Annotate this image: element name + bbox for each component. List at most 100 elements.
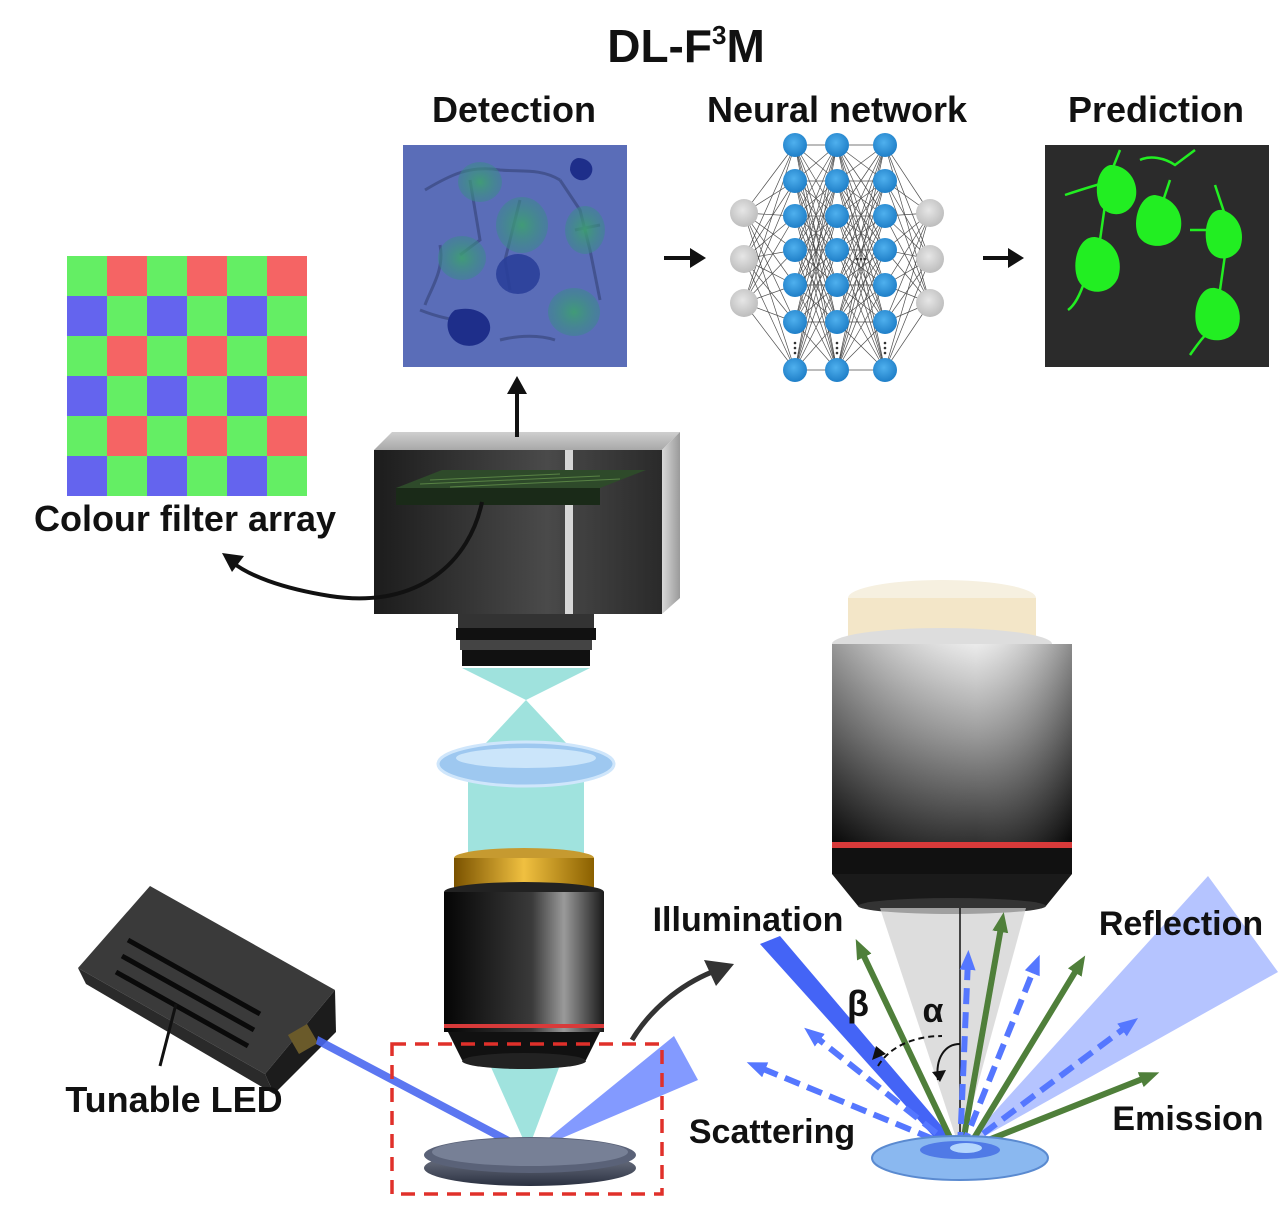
nn-connection [884,212,931,323]
illumination-label: Illumination [653,901,844,939]
cfa-cell [67,376,107,416]
cfa-cell [107,296,147,336]
tunable-led-label: Tunable LED [65,1079,282,1120]
nn-connection [743,144,796,304]
detection-image [403,145,627,367]
nn-connection [884,212,931,286]
nn-nodes [730,133,944,382]
nn-hidden-node [873,133,897,157]
nn-connection [743,180,796,260]
pipeline-arrow-1 [664,248,706,268]
nn-hidden-node [873,204,897,228]
cfa-cell [147,336,187,376]
cfa-cell [107,416,147,456]
cfa-cell [67,456,107,496]
emission-label: Emission [1112,1100,1263,1138]
alpha-symbol: α [923,992,944,1030]
nn-connection [743,215,796,304]
colour-filter-array-grid [67,256,307,496]
led-callout-line [158,1003,178,1067]
nn-connection [743,302,796,371]
cfa-cell [107,256,147,296]
pipeline-arrow-2 [983,248,1024,268]
scattering-label: Scattering [689,1113,855,1151]
nn-connection [884,180,931,304]
objective-lens [444,848,604,1069]
illumination-beam [760,936,962,1155]
nn-input-node [730,245,758,273]
beta-symbol: β [847,983,869,1024]
prediction-label: Prediction [1068,89,1244,130]
cfa-cell [107,456,147,496]
scattering-arrows [746,950,1139,1151]
cfa-cell [227,256,267,296]
nn-ellipsis-dots [793,257,887,355]
cfa-cell [187,376,227,416]
prediction-image [1045,145,1269,367]
detection-label: Detection [432,89,596,130]
nn-connection [794,144,838,286]
nn-hidden-node [873,310,897,334]
nn-output-node [916,199,944,227]
cfa-cell [267,256,307,296]
nn-connection [836,249,886,323]
collection-cone [880,908,1026,1150]
cfa-cell [67,416,107,456]
nn-hidden-node [825,310,849,334]
nn-connection [794,144,838,217]
cfa-cell [267,416,307,456]
nn-connection [884,215,931,304]
cfa-cell [147,256,187,296]
nn-hidden-node [825,238,849,262]
nn-hidden-node [825,169,849,193]
nn-hidden-node [783,204,807,228]
nn-hidden-node [783,310,807,334]
nn-hidden-node [873,238,897,262]
cfa-cell [147,296,187,336]
reflection-fan [960,876,1278,1150]
nn-connection [884,212,931,371]
nn-connection [794,144,838,251]
zoomed-objective [832,580,1072,914]
cfa-cell [267,336,307,376]
nn-connection [794,180,838,323]
figure-title: DL-F3M [607,20,765,72]
nn-connection [836,180,886,323]
nn-hidden-node [825,133,849,157]
cfa-cell [187,296,227,336]
sensor-to-cfa-arrow [230,501,484,601]
cfa-cell [147,416,187,456]
nn-connection [836,284,886,371]
nn-hidden-node [873,358,897,382]
nn-hidden-node [783,273,807,297]
nn-connection [794,215,838,323]
nn-connection [836,144,886,217]
nn-connection [743,144,796,260]
nn-input-node [730,199,758,227]
cfa-cell [187,336,227,376]
nn-input-node [730,289,758,317]
neural-network-diagram [730,133,944,382]
cfa-cell [67,296,107,336]
sample-dish [424,1137,636,1186]
nn-hidden-node [783,358,807,382]
sensor-to-cfa-arrowhead [222,553,244,572]
nn-output-node [916,289,944,317]
zoom-arrow [629,969,713,1042]
title-tail: M [726,20,764,72]
cfa-cell [267,456,307,496]
cfa-cell [267,296,307,336]
colour-filter-array-label: Colour filter array [34,498,336,539]
cfa-cell [267,376,307,416]
cfa-cell [187,416,227,456]
reflection-label: Reflection [1099,905,1263,943]
cfa-cell [227,416,267,456]
nn-hidden-node [783,133,807,157]
camera [374,432,680,666]
zoomed-sample-dish [871,1135,1049,1181]
cfa-cell [187,456,227,496]
nn-connection [743,144,796,214]
cfa-cell [227,336,267,376]
cfa-cell [227,376,267,416]
nn-connection [836,215,886,323]
